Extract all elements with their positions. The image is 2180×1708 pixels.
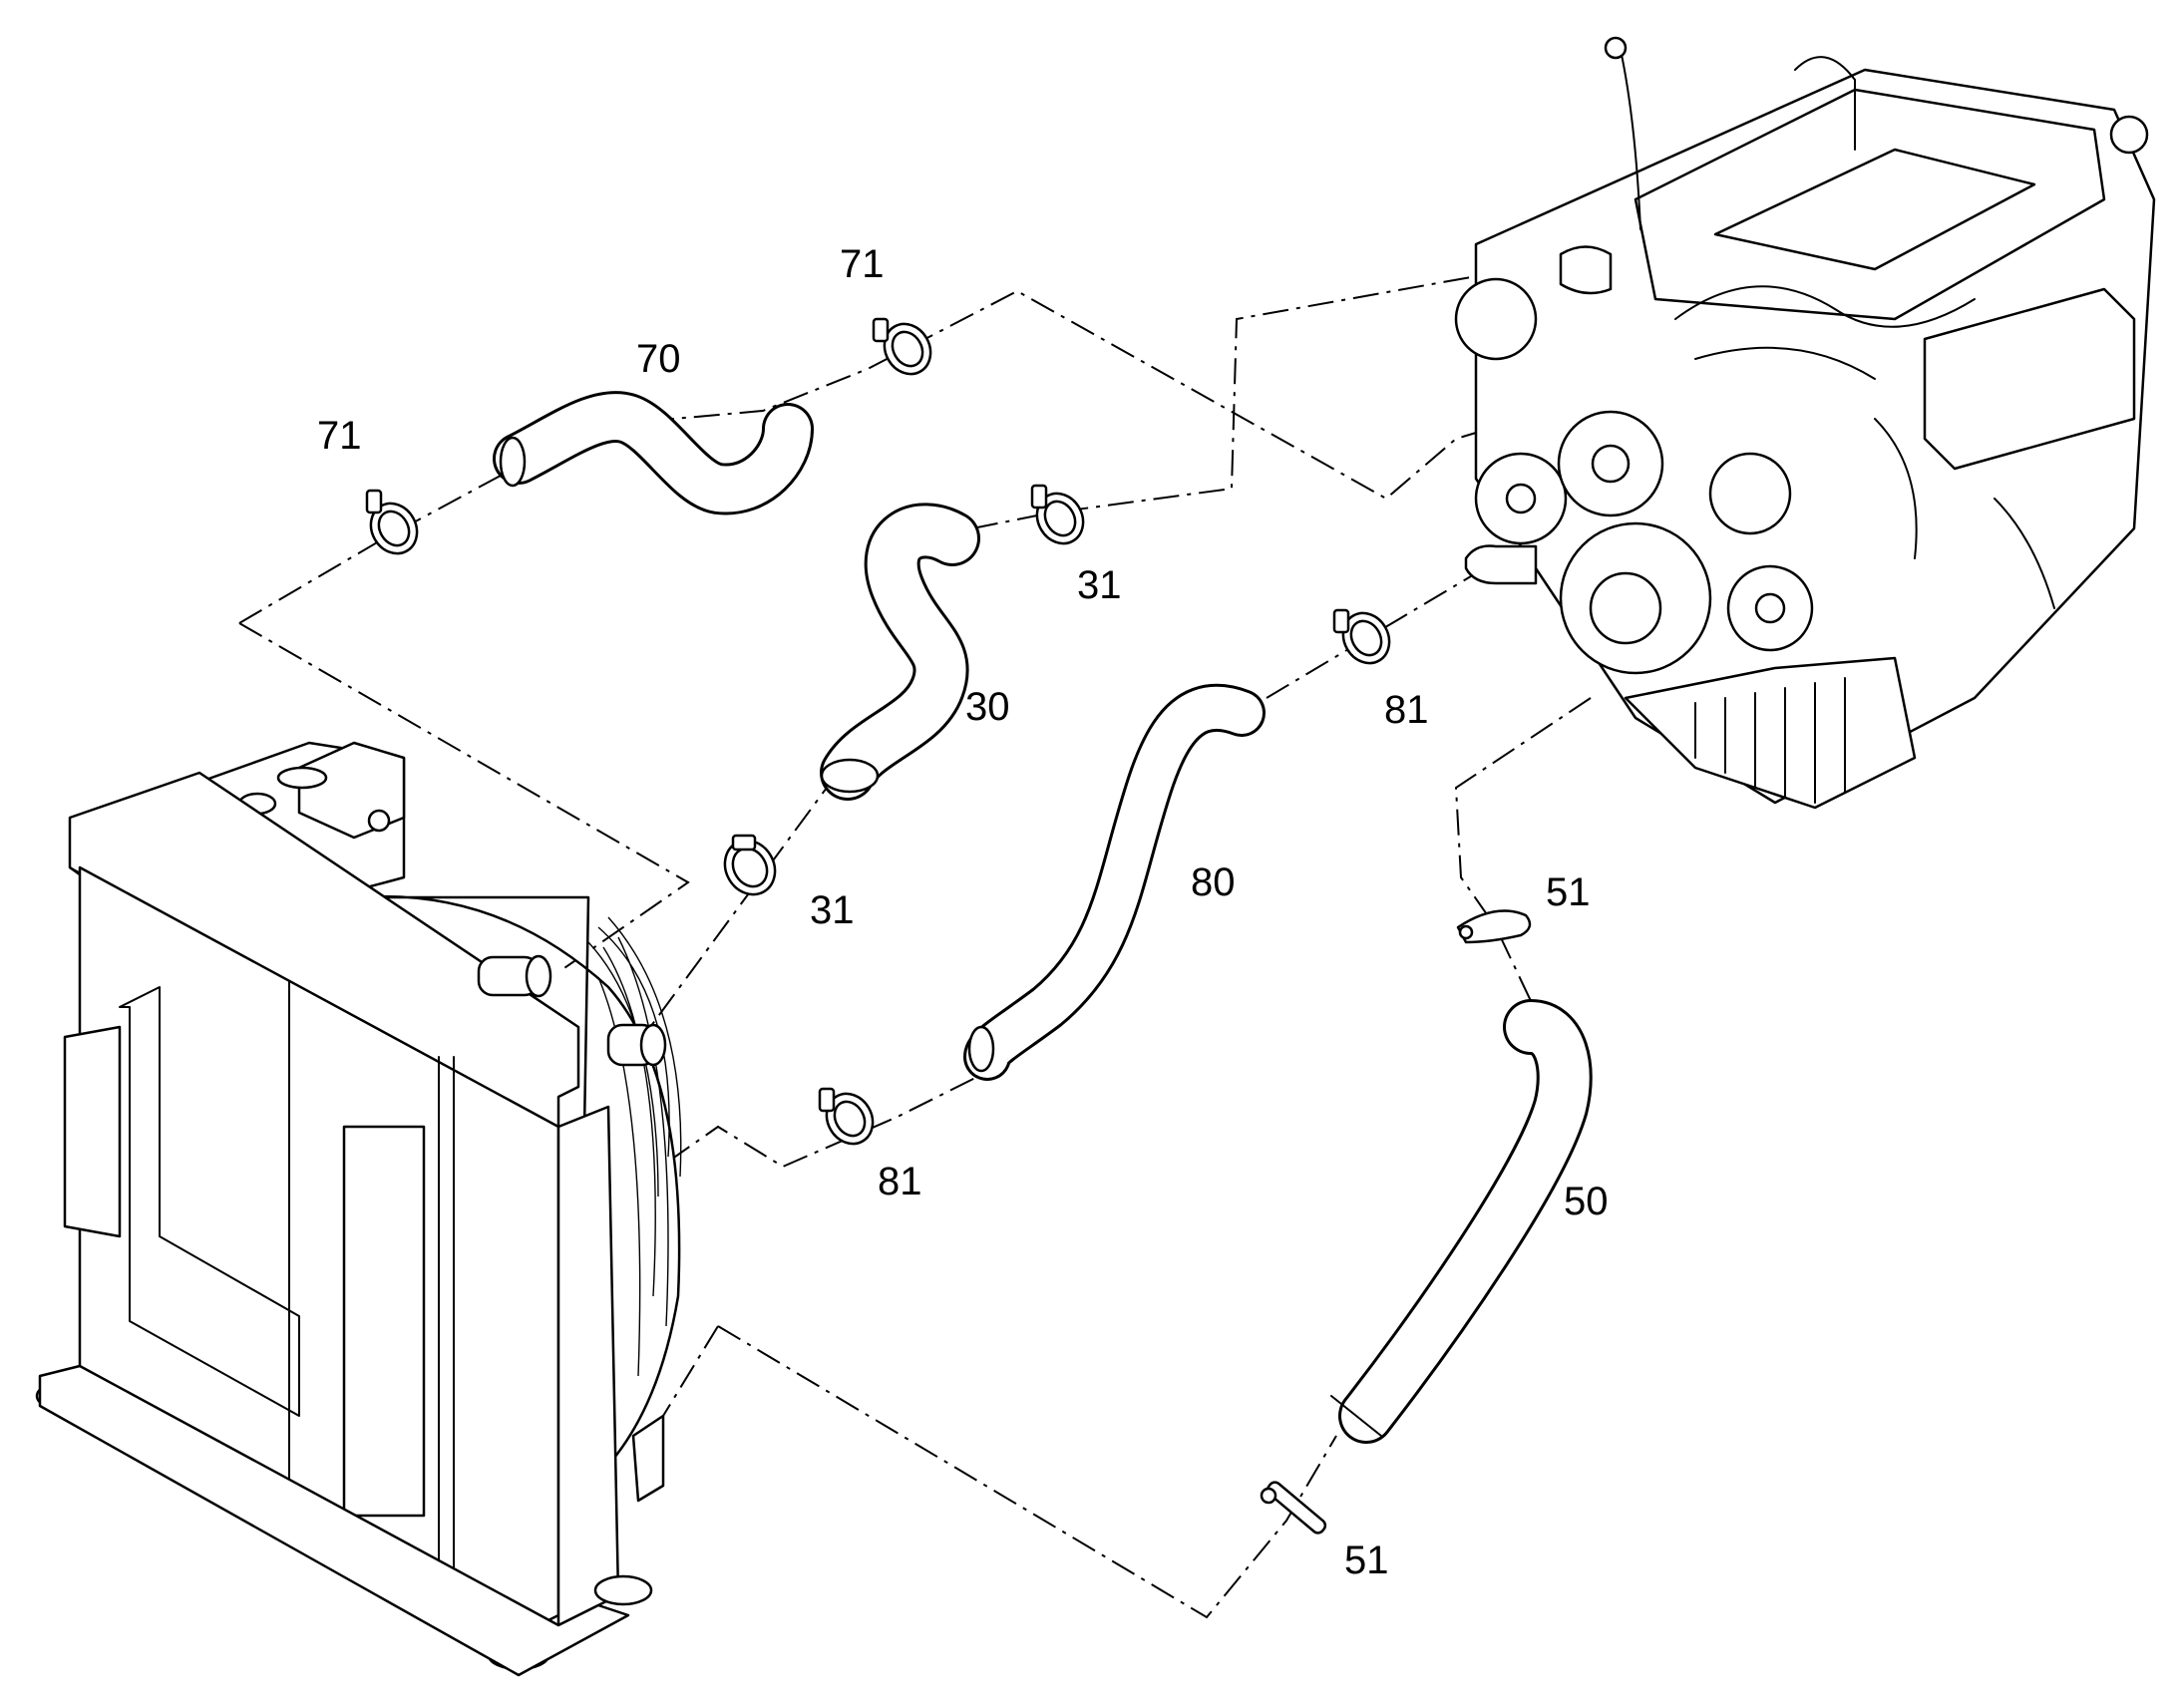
flywheel-bore xyxy=(1589,571,1662,645)
leader-hose-50-lower xyxy=(717,1325,1337,1619)
radiator-assembly xyxy=(35,741,682,1677)
hose-30-end-opening xyxy=(820,758,880,794)
ecu-box xyxy=(1923,287,2136,471)
leader-hose-70-loop xyxy=(238,289,1557,624)
callout-81-upper: 81 xyxy=(1384,688,1429,732)
clamp-81-lower xyxy=(818,1087,875,1146)
clamp-71-upper xyxy=(872,317,932,376)
callout-31-upper: 31 xyxy=(1077,563,1122,607)
leader-lines xyxy=(238,276,1592,1619)
callout-31-lower: 31 xyxy=(810,888,855,932)
oil-pan xyxy=(1624,656,1917,810)
callout-30: 30 xyxy=(965,685,1010,729)
clamp-51-lower xyxy=(1260,1481,1327,1535)
ac-compressor-hub xyxy=(1754,592,1786,624)
lower-outlet-pipe xyxy=(631,1414,665,1503)
hose-30-body xyxy=(823,506,977,798)
mounting-plate xyxy=(342,1125,426,1518)
hose-30 xyxy=(820,503,980,801)
hose-70 xyxy=(493,391,814,515)
clamps xyxy=(365,317,1532,1535)
side-handle xyxy=(63,1025,122,1238)
callout-80: 80 xyxy=(1191,860,1236,904)
leader-radiator-lower-outlet xyxy=(662,1325,719,1417)
foot-right xyxy=(593,1574,653,1606)
dipstick-handle xyxy=(1604,36,1628,60)
hose-70-end-opening xyxy=(499,436,527,488)
hose-50-body xyxy=(1341,1002,1590,1441)
alternator-pulley xyxy=(1454,277,1538,361)
hose-80-end-opening xyxy=(967,1025,995,1073)
callout-81-lower: 81 xyxy=(878,1160,922,1203)
thermostat-outlet xyxy=(1464,544,1538,585)
leader-hose-30-upper xyxy=(971,276,1472,529)
clamp-81-upper xyxy=(1332,608,1391,665)
hose-70-body xyxy=(496,394,811,512)
oil-pan-ribs xyxy=(1694,677,1846,804)
valve-cover xyxy=(1713,148,2036,271)
sensor-port xyxy=(367,809,391,833)
leader-hose-80-upper xyxy=(1266,572,1477,699)
clamp-31-lower xyxy=(723,834,777,896)
lift-eye xyxy=(2109,115,2149,155)
radiator-base xyxy=(38,1364,630,1677)
hose-80 xyxy=(963,683,1266,1081)
leader-hose-70-return xyxy=(238,622,690,973)
clamp-71-left xyxy=(365,489,419,555)
callout-50: 50 xyxy=(1564,1180,1609,1223)
turbo-housing xyxy=(1708,452,1792,535)
tank-port xyxy=(276,766,328,790)
crank-pulley-hub xyxy=(1505,483,1537,514)
engine-assembly xyxy=(1454,36,2156,810)
radiator-side-channel xyxy=(556,1105,620,1627)
coolant-outlet-upper xyxy=(1559,245,1613,295)
wiring-harness xyxy=(1674,285,2055,609)
callout-71-left: 71 xyxy=(317,414,362,458)
hose-50 xyxy=(1330,999,1593,1444)
oil-cooler-loop xyxy=(119,986,300,1417)
intake-pipe xyxy=(1794,56,1856,151)
leader-hose-80-lower xyxy=(667,1076,978,1169)
clamp-31-upper xyxy=(1030,484,1085,545)
hose-50-end-edge xyxy=(1330,1395,1382,1437)
callout-51-upper: 51 xyxy=(1546,870,1591,914)
callout-71-upper: 71 xyxy=(840,242,885,286)
clamp-51-upper xyxy=(1456,909,1532,944)
leader-hose-50-upper xyxy=(1454,697,1592,1023)
middle-outlet-opening xyxy=(639,1023,667,1067)
water-pump-hub xyxy=(1591,444,1631,484)
callout-labels: 71 70 71 31 30 81 31 80 51 81 50 51 xyxy=(317,242,1609,1582)
callout-51-lower: 51 xyxy=(1344,1538,1389,1582)
callout-70: 70 xyxy=(636,337,681,381)
dipstick xyxy=(1620,49,1641,230)
leader-hose-30-lower xyxy=(627,772,839,1058)
hose-80-body xyxy=(966,686,1263,1078)
upper-outlet-opening xyxy=(525,954,552,998)
